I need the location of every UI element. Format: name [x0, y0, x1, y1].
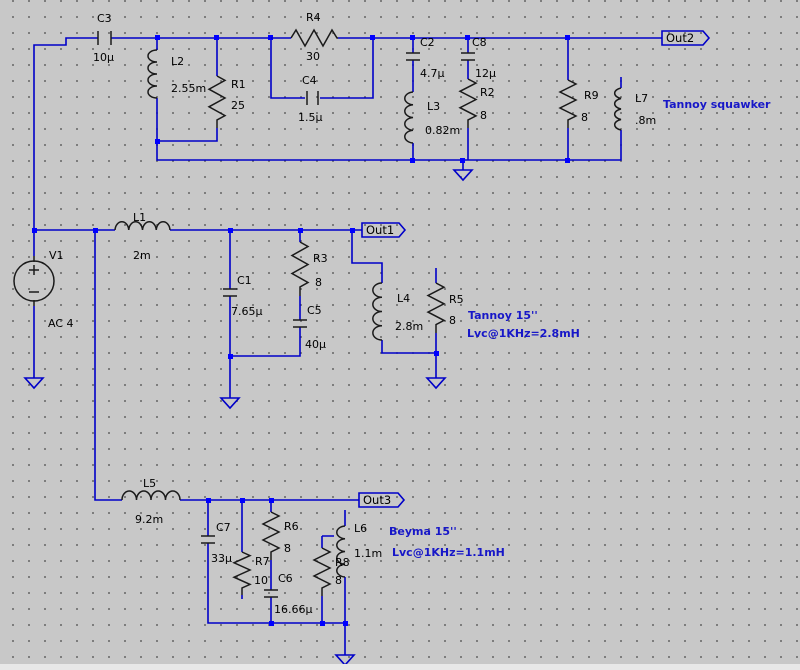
ref-label-r6: R6: [284, 520, 299, 533]
value-label-r5: 8: [449, 314, 456, 327]
net-label-out1: Out1: [366, 223, 394, 237]
inductor-l4-symbol[interactable]: [372, 282, 383, 341]
value-label-l5: 9.2m: [135, 513, 163, 526]
ref-label-l4: L4: [397, 292, 410, 305]
value-label-r7: 10: [254, 574, 268, 587]
ref-label-l2: L2: [171, 55, 184, 68]
ref-label-r7: R7: [255, 555, 270, 568]
ref-label-r1: R1: [231, 78, 246, 91]
value-label-c2: 4.7µ: [420, 67, 445, 80]
ref-label-c4: C4: [302, 74, 317, 87]
ref-label-r8: R8: [335, 556, 350, 569]
resistor-r4-symbol[interactable]: [271, 28, 338, 48]
value-label-l3: 0.82m: [425, 124, 460, 137]
ground-symbol: [334, 654, 356, 667]
ground-symbol: [23, 377, 45, 390]
ref-label-l6: L6: [354, 522, 367, 535]
value-label-r2: 8: [480, 109, 487, 122]
ref-label-c6: C6: [278, 572, 293, 585]
junctions: [32, 35, 570, 626]
capacitor-c3-symbol[interactable]: [97, 31, 112, 45]
capacitor-c7-symbol[interactable]: [201, 535, 215, 544]
ref-label-c7: C7: [216, 521, 231, 534]
value-label-r1: 25: [231, 99, 245, 112]
ref-label-r9: R9: [584, 89, 599, 102]
resistor-r3-symbol[interactable]: [290, 241, 310, 296]
note-tannoy-squawker[interactable]: Tannoy squawker: [663, 98, 771, 111]
resistor-r1-symbol[interactable]: [207, 75, 227, 128]
ref-label-c1: C1: [237, 274, 252, 287]
ground-symbol: [219, 397, 241, 410]
value-label-l6: 1.1m: [354, 547, 382, 560]
comment-notes: Tannoy squawker Tannoy 15'' Lvc@1KHz=2.8…: [389, 98, 771, 559]
capacitor-c4-symbol[interactable]: [306, 91, 319, 105]
window-bottom-edge: [0, 664, 800, 670]
note-beyma-lvc[interactable]: Lvc@1KHz=1.1mH: [392, 546, 505, 559]
capacitor-c1-symbol[interactable]: [223, 288, 237, 297]
value-label-r6: 8: [284, 542, 291, 555]
value-label-l1: 2m: [133, 249, 151, 262]
net-flag-out2[interactable]: Out2: [661, 30, 711, 46]
inductor-l5-symbol[interactable]: [121, 490, 181, 501]
value-label-r4: 30: [306, 50, 320, 63]
net-label-out2: Out2: [666, 31, 694, 45]
net-flag-out1[interactable]: Out1: [361, 222, 407, 238]
resistor-r2-symbol[interactable]: [458, 78, 478, 128]
resistor-r7-symbol[interactable]: [232, 551, 252, 595]
value-label-v1: AC 4: [48, 317, 74, 330]
value-label-r3: 8: [315, 276, 322, 289]
component-labels: C3 10µ L2 2.55m R1 25 R4 30 C4 1.5µ C2 4…: [48, 11, 656, 616]
value-label-c1: 7.65µ: [231, 305, 263, 318]
capacitor-c2-symbol[interactable]: [406, 52, 420, 61]
resistor-r6-symbol[interactable]: [261, 511, 281, 560]
note-tannoy-name[interactable]: Tannoy 15'': [468, 309, 538, 322]
ref-label-l3: L3: [427, 100, 440, 113]
note-tannoy-lvc[interactable]: Lvc@1KHz=2.8mH: [467, 327, 580, 340]
value-label-c8: 12µ: [475, 67, 496, 80]
ref-label-l1: L1: [133, 211, 146, 224]
net-flag-out3[interactable]: Out3: [358, 492, 406, 508]
inductor-l1-symbol[interactable]: [114, 221, 171, 231]
note-beyma-name[interactable]: Beyma 15'': [389, 525, 457, 538]
net-label-out3: Out3: [363, 493, 391, 507]
ref-label-l5: L5: [143, 477, 156, 490]
ref-label-l7: L7: [635, 92, 648, 105]
ref-label-v1: V1: [49, 249, 64, 262]
value-label-c5: 40µ: [305, 338, 326, 351]
ref-label-c8: C8: [472, 36, 487, 49]
voltage-source-v1-symbol[interactable]: [13, 256, 55, 306]
inductor-l3-symbol[interactable]: [404, 91, 414, 144]
ref-label-c3: C3: [97, 12, 112, 25]
inductor-l6-symbol[interactable]: [336, 525, 346, 578]
resistor-r5-symbol[interactable]: [426, 282, 446, 333]
value-label-l2: 2.55m: [171, 82, 206, 95]
ref-label-r2: R2: [480, 86, 495, 99]
value-label-c3: 10µ: [93, 51, 114, 64]
resistor-r9-symbol[interactable]: [558, 79, 578, 128]
ref-label-c5: C5: [307, 304, 322, 317]
ground-symbol: [452, 169, 474, 182]
inductor-l7-symbol[interactable]: [613, 87, 622, 131]
capacitor-c8-symbol[interactable]: [461, 52, 475, 61]
value-label-l7: .8m: [635, 114, 656, 127]
inductor-l2-symbol[interactable]: [147, 49, 158, 99]
value-label-c6: 16.66µ: [274, 603, 313, 616]
capacitor-c6-symbol[interactable]: [264, 589, 278, 598]
value-label-l4: 2.8m: [395, 320, 423, 333]
ref-label-c2: C2: [420, 36, 435, 49]
value-label-c4: 1.5µ: [298, 111, 323, 124]
ground-symbol: [425, 377, 447, 390]
ref-label-r4: R4: [306, 11, 321, 24]
value-label-r9: 8: [581, 111, 588, 124]
value-label-r8: 8: [335, 574, 342, 587]
capacitor-c5-symbol[interactable]: [293, 319, 307, 328]
resistor-r8-symbol[interactable]: [312, 547, 332, 596]
ref-label-r3: R3: [313, 252, 328, 265]
value-label-c7: 33µ: [211, 552, 232, 565]
ref-label-r5: R5: [449, 293, 464, 306]
